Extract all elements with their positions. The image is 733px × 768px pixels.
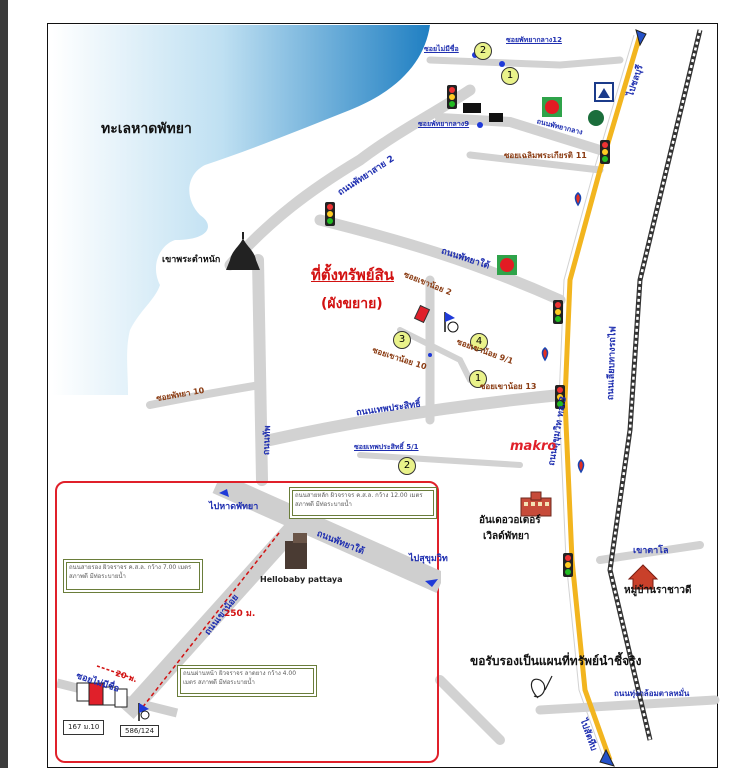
road-soi-5-1 (357, 452, 523, 468)
inset-label-to-sukhumvit: ไปสุขุมวิท (409, 554, 448, 564)
traffic-lights (325, 85, 610, 577)
circle-marker: 4 (470, 333, 488, 351)
title-expanded-plan: (ผังขยาย) (321, 296, 383, 312)
signature (530, 675, 553, 699)
road-pattaya-tai (314, 214, 566, 306)
inset-flag-marker (138, 703, 150, 721)
circle-marker: 1 (501, 67, 519, 85)
gas-station-icons (541, 192, 585, 474)
inset-plot-167: 167 ม.10 (63, 720, 105, 735)
road-soi-pattaya10 (146, 381, 264, 409)
road-top-soi (426, 56, 624, 69)
left-edge-bar (0, 0, 8, 768)
inset-hotel-icon (285, 533, 307, 569)
label-road-thung-klom: ถนนทุ่งกล้อมตาลหมั่น (614, 689, 690, 698)
title-property-location: ที่ตั้งทรัพย์สิน (311, 266, 394, 284)
inset-canvas (57, 483, 441, 721)
bigc-icon (497, 97, 562, 275)
label-soi-unnamed-top: ซอยไม่มีชื่อ (424, 45, 459, 53)
road-thung-klom (535, 695, 720, 715)
label-soi-thepprasit-5-1: ซอยเทพประสิทธิ์ 5/1 (354, 443, 419, 451)
village-icon (627, 564, 659, 590)
property-marker (413, 304, 431, 324)
inset-distance-line (141, 532, 280, 709)
landmark-icons (588, 82, 614, 126)
road-left-vertical (252, 254, 268, 486)
inset-plot-blocks (76, 682, 128, 708)
label-khao-tao: เขาตาโล (633, 546, 669, 556)
temple-icon (226, 232, 260, 270)
road-thepprasit (264, 389, 566, 446)
circle-marker: 2 (398, 457, 416, 475)
road-khao-tao (596, 541, 704, 564)
label-soi-klang9: ซอยพัทยากลาง9 (418, 120, 470, 128)
inset-arrow-sukhumvit (425, 579, 438, 587)
circle-marker: 1 (469, 370, 487, 388)
inset-label-250: 250 ม. (224, 609, 256, 619)
road-soi10 (397, 327, 473, 383)
inset-arrow-beach (219, 489, 229, 497)
arrow-south (599, 748, 615, 767)
road-bottom (435, 675, 505, 745)
inset-label-to-beach: ไปหาดพัทยา (209, 502, 259, 512)
circle-marker: 2 (474, 42, 492, 60)
label-soi-chaloem: ซอยเฉลิมพระเกียรติ 11 (504, 151, 587, 160)
building-icons (463, 103, 503, 122)
label-underwater-world-2: เวิลด์พัทยา (483, 531, 530, 542)
label-soi-klang12: ซอยพัทยากลาง12 (506, 36, 562, 44)
inset-plot-586: 586/124 (120, 725, 160, 737)
railway (607, 29, 703, 741)
road-pattaya-klang (435, 113, 605, 155)
school-icon (520, 491, 552, 517)
sea-area (52, 25, 430, 395)
label-hill: เขาพระตำหนัก (162, 255, 221, 265)
inset-note-front-road: ถนนผ่านหน้า ผิวจราจร ลาดยาง กว้าง 4.00 เ… (177, 665, 317, 697)
arrow-north (635, 29, 647, 47)
label-underwater-world: อันเดอวอเตอร์ (479, 515, 541, 526)
label-beach: ทะเลหาดพัทยา (101, 121, 192, 137)
label-makro: makro (510, 439, 557, 454)
label-village: หมู่บ้านราชาวดี (624, 585, 692, 596)
label-road-left: ถนนทัพ (262, 425, 274, 456)
inset-note-secondary-road: ถนนสายรอง ผิวจราจร ค.ส.ล. กว้าง 7.00 เมต… (63, 559, 203, 593)
inset-road-pattaya-tai (212, 483, 441, 594)
inset-label-hotel: Hellobaby pattaya (260, 575, 343, 584)
label-soi-khaonoi-13: ซอยเขาน้อย 13 (480, 382, 537, 391)
road-chaloem (466, 151, 604, 174)
inset-note-main-road: ถนนสายหลัก ผิวจราจร ค.ส.ล. กว้าง 12.00 เ… (289, 487, 437, 519)
road-pattaya-sai2 (224, 84, 476, 271)
point-markers (428, 52, 505, 357)
circle-marker: 3 (393, 331, 411, 349)
inset-distance-20-line (96, 665, 136, 680)
inset-map: ไปหาดพัทยา ถนนพัทยาใต้ ไปสุขุมวิท ถนนเขา… (55, 481, 448, 763)
label-disclaimer: ขอรับรองเป็นแผนที่ทรัพย์นำชี้จริง (470, 654, 642, 668)
flag-marker (444, 312, 459, 333)
